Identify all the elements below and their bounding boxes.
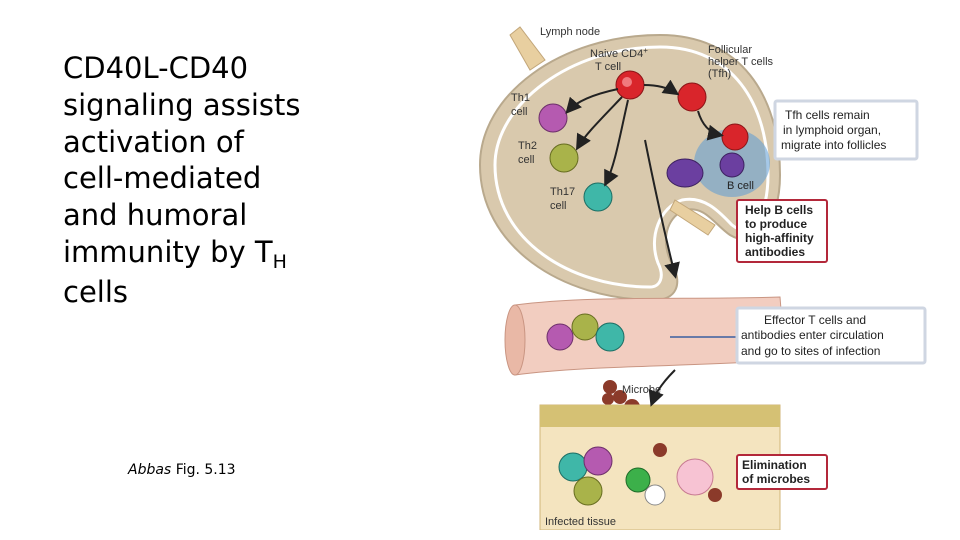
th17-cell: [583, 182, 613, 212]
th1-label-2: cell: [511, 106, 528, 118]
th1-label-1: Th1: [511, 92, 530, 104]
efferent-vessel: [669, 199, 716, 236]
naive-label-2: T cell: [595, 61, 621, 73]
vessel-th2-cell: [571, 313, 599, 341]
afferent-vessel: [509, 26, 546, 71]
differentiation-arrows: [565, 79, 724, 279]
tissue-th17-cell: [558, 452, 588, 482]
th1-cell: [538, 103, 568, 133]
slide-title: CD40L-CD40 signaling assists activation …: [63, 50, 363, 311]
callout-effector: Effector T cells and antibodies enter ci…: [735, 306, 927, 365]
node-inner-outline: [493, 45, 770, 289]
plasma-cell: [666, 158, 704, 188]
citation: Abbas Fig. 5.13: [128, 462, 236, 478]
svg-text:and go to sites of infection: and go to sites of infection: [741, 344, 880, 358]
infected-label: Infected tissue: [545, 516, 616, 528]
tfh-cell-1: [677, 82, 707, 112]
tissue-arrow: [648, 369, 676, 407]
title-subscript: H: [272, 251, 287, 274]
lymph-node-label: Lymph node: [540, 26, 600, 38]
th2-cell: [549, 143, 579, 173]
citation-author: Abbas: [128, 462, 172, 478]
killed-microbe: [644, 484, 666, 506]
tissue-phagocyte: [676, 458, 714, 496]
tfh-label-3: (Tfh): [708, 68, 731, 80]
svg-text:antibodies: antibodies: [745, 245, 805, 259]
title-line-6: immunity by TH: [63, 234, 363, 274]
bcell-label: B cell: [727, 180, 754, 192]
tfh-cell-2: [721, 123, 749, 151]
naive-label-1: Naive CD4+: [590, 46, 648, 60]
immunity-figure: Lymph node Naive CD4+ T cell Follicular …: [478, 26, 927, 530]
vessel-th1-cell: [546, 323, 574, 351]
svg-text:antibodies enter circulation: antibodies enter circulation: [741, 328, 884, 342]
title-line-3: activation of: [63, 124, 244, 159]
th17-label-2: cell: [550, 200, 567, 212]
svg-text:Tfh cells remain: Tfh cells remain: [785, 108, 870, 122]
callout-help-bcells: Help B cells to produce high-affinity an…: [736, 199, 828, 263]
title-line-5: and humoral: [63, 198, 248, 233]
tissue-th2-cell: [573, 476, 603, 506]
th2-label-1: Th2: [518, 140, 537, 152]
title-line-4: cell-mediated: [63, 161, 262, 196]
svg-text:to produce: to produce: [745, 217, 807, 231]
callout-tfh: Tfh cells remain in lymphoid organ, migr…: [773, 99, 919, 161]
vessel-th17-cell: [595, 322, 625, 352]
svg-text:high-affinity: high-affinity: [745, 231, 814, 245]
title-line-6-text: immunity by T: [63, 235, 273, 270]
svg-text:Elimination: Elimination: [742, 458, 807, 472]
th17-label-1: Th17: [550, 186, 575, 198]
tissue-macrophage: [625, 467, 651, 493]
tfh-label-2: helper T cells: [708, 56, 774, 68]
citation-ref: Fig. 5.13: [175, 462, 236, 478]
title-line-2: signaling assists: [63, 87, 301, 122]
title-line-1: CD40L-CD40: [63, 51, 249, 85]
callout-elimination: Elimination of microbes: [736, 454, 828, 490]
svg-text:Help B cells: Help B cells: [745, 203, 813, 217]
b-cell-1: [719, 152, 745, 178]
naive-t-cell: [615, 70, 645, 100]
svg-text:of microbes: of microbes: [742, 472, 810, 486]
svg-text:migrate into follicles: migrate into follicles: [781, 138, 886, 152]
th2-label-2: cell: [518, 154, 535, 166]
tissue-th1-cell: [583, 446, 613, 476]
title-line-7: cells: [63, 275, 129, 310]
blood-vessel: [504, 296, 786, 376]
svg-text:Effector T cells and: Effector T cells and: [764, 313, 866, 327]
svg-text:in lymphoid organ,: in lymphoid organ,: [783, 123, 881, 137]
tfh-label-1: Follicular: [708, 44, 752, 56]
